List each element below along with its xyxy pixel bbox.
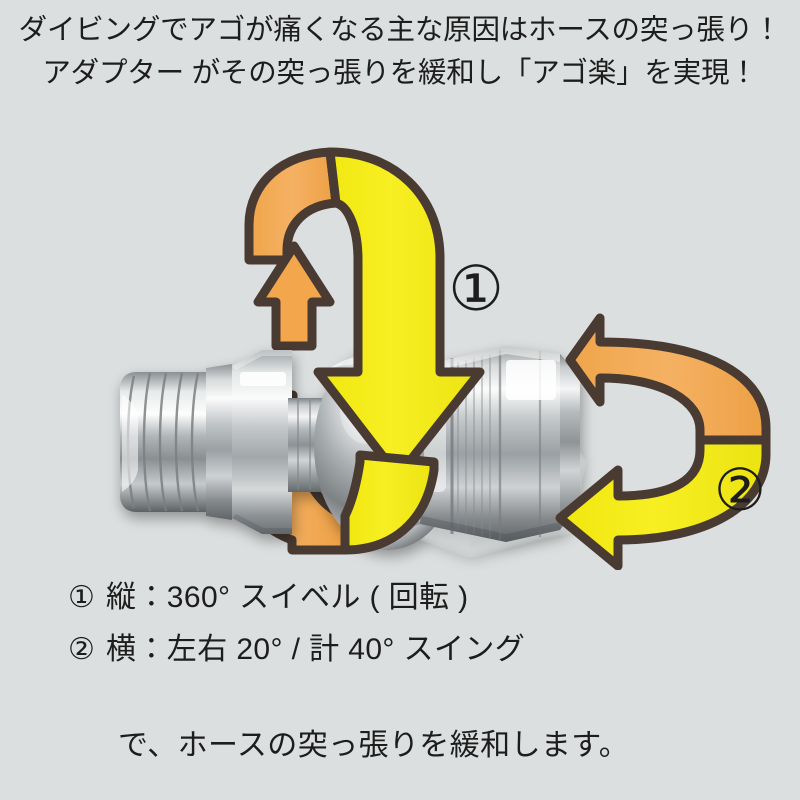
rotation-arrow-yellow-bottom-band bbox=[340, 450, 439, 555]
rotation-arrow-orange-arrowhead bbox=[253, 241, 335, 351]
header-text-block: ダイビングでアゴが痛くなる主な原因はホースの突っ張り！ アダプター がその突っ張… bbox=[0, 0, 800, 94]
callout-2: ② bbox=[714, 458, 766, 523]
header-line-1: ダイビングでアゴが痛くなる主な原因はホースの突っ張り！ bbox=[18, 14, 782, 46]
callout-1: ① bbox=[448, 255, 504, 324]
threaded-male-fitting bbox=[120, 364, 232, 520]
callout-2-label: ② bbox=[714, 458, 766, 523]
spec-line-2-marker: ② bbox=[68, 633, 96, 666]
spec-line-2: ② 横：左右 20° / 計 40° スイング bbox=[0, 624, 800, 676]
spec-line-2-text: 横：左右 20° / 計 40° スイング bbox=[106, 633, 526, 666]
header-line-2: アダプター がその突っ張りを緩和し「アゴ楽」を実現！ bbox=[42, 57, 758, 89]
callout-1-label: ① bbox=[448, 255, 504, 324]
hex-nut bbox=[232, 350, 292, 534]
spec-closing-line: で、ホースの突っ張りを緩和します。 bbox=[118, 729, 630, 762]
adapter-illustration: ① ② bbox=[120, 147, 771, 570]
knurl-texture bbox=[457, 354, 491, 538]
rotation-arrow-yellow-front-band bbox=[313, 147, 485, 481]
swing-arrow-orange-band bbox=[565, 313, 771, 445]
spec-line-1-marker: ① bbox=[68, 581, 96, 614]
spec-line-1: ① 縦：360° スイベル ( 回転 ) bbox=[0, 572, 800, 624]
spec-text-block: ① 縦：360° スイベル ( 回転 ) ② 横：左右 20° / 計 40° スイ… bbox=[0, 572, 800, 772]
hex-nut-highlight bbox=[240, 372, 286, 386]
illustration-stage: ① ② bbox=[0, 110, 800, 570]
horizontal-swing-arrow bbox=[555, 313, 771, 570]
swing-arrow-yellow-band bbox=[555, 435, 771, 570]
vertical-rotation-arrow-front bbox=[313, 147, 485, 555]
spec-line-1-text: 縦：360° スイベル ( 回転 ) bbox=[106, 581, 469, 614]
